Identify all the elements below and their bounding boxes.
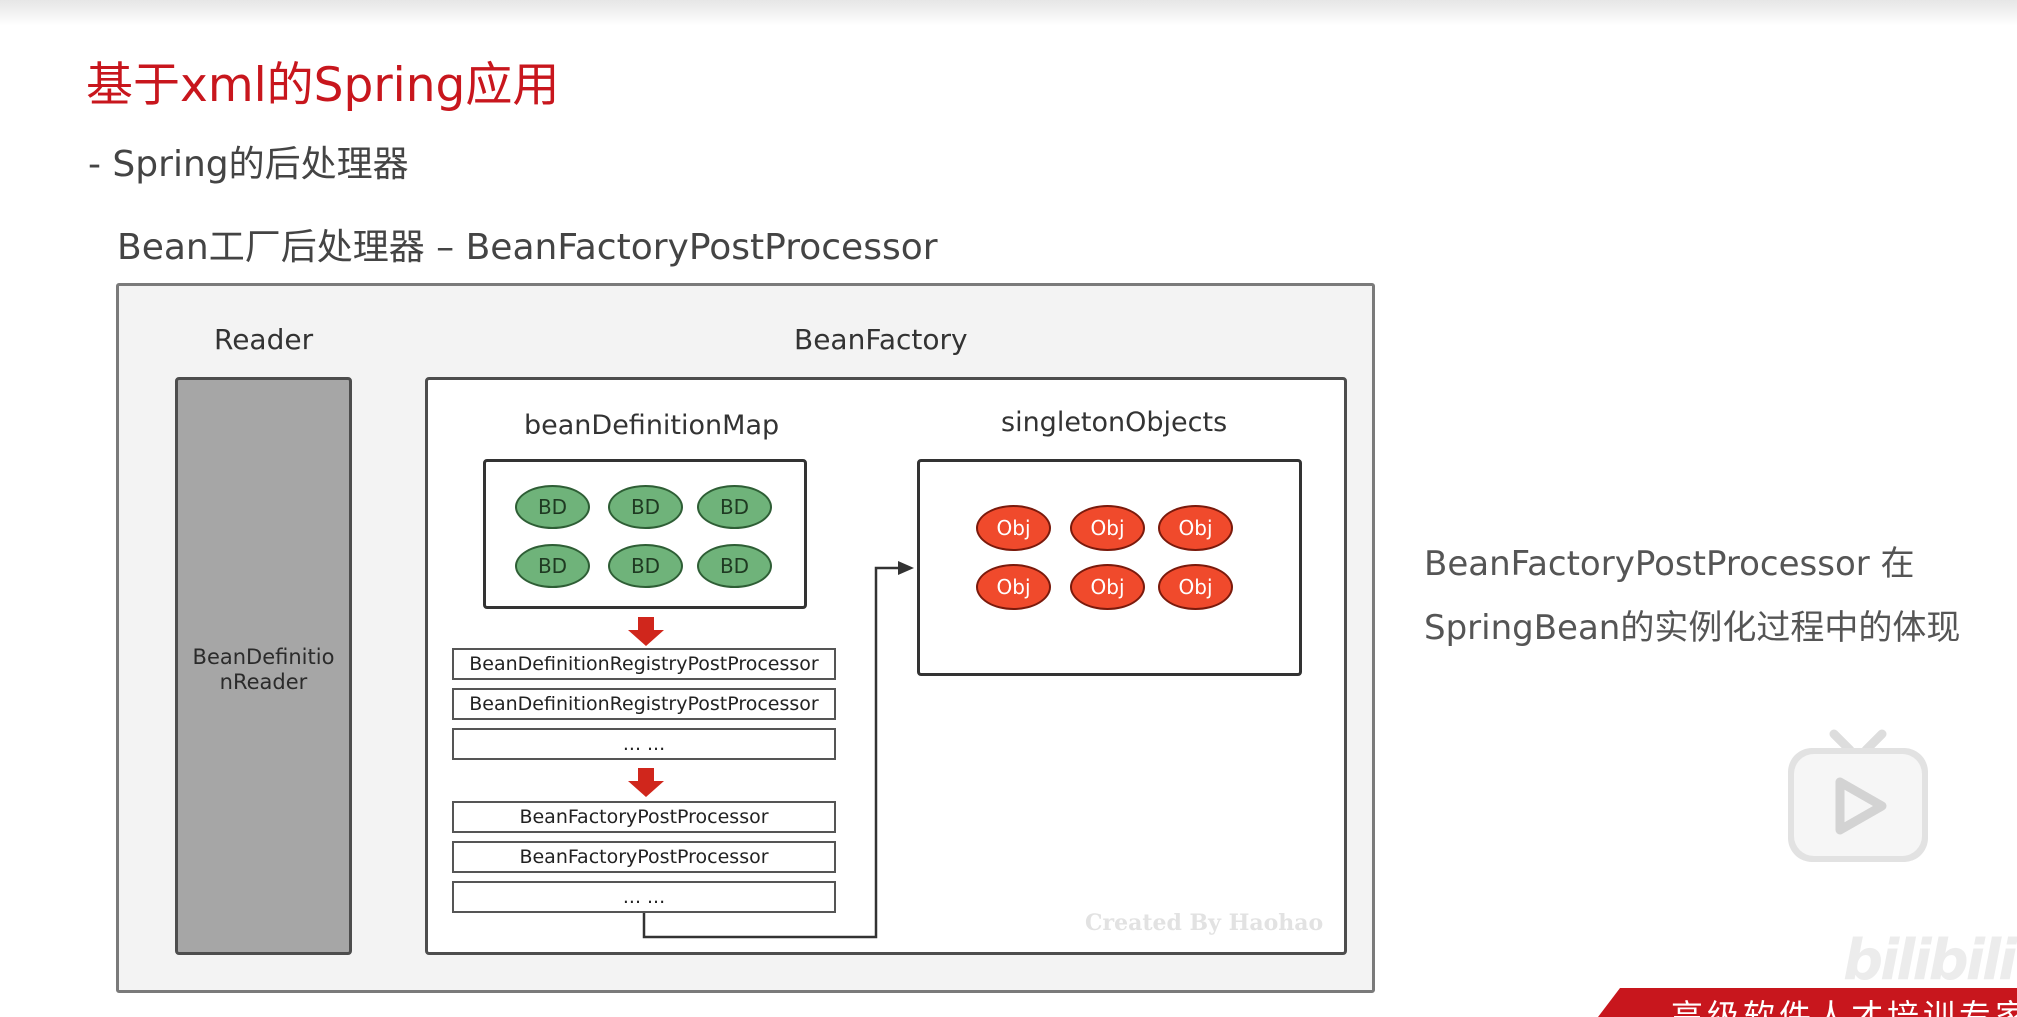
bean-definition-map-label: beanDefinitionMap	[524, 410, 780, 441]
diagram-watermark: Created By Haohao	[1085, 910, 1324, 936]
bilibili-logo: bilibili	[1843, 928, 2017, 993]
description-line: SpringBean的实例化过程中的体现	[1424, 608, 1961, 648]
promo-tagline: 高级软件人才培训专家	[1671, 997, 2017, 1017]
down-arrow-icon	[628, 617, 664, 646]
description-line: BeanFactoryPostProcessor 在	[1424, 544, 1915, 584]
obj-node: Obj	[1070, 505, 1145, 551]
factory-processor-box: BeanFactoryPostProcessor	[452, 841, 836, 873]
bd-node: BD	[697, 485, 772, 529]
obj-node: Obj	[1158, 564, 1233, 610]
bean-definition-map-box: BD BD BD BD BD BD	[483, 459, 807, 609]
flow-connector-arrow	[642, 561, 914, 939]
beanfactory-label: BeanFactory	[794, 323, 968, 356]
bd-node: BD	[515, 544, 590, 588]
slide-title: 基于xml的Spring应用	[86, 58, 560, 113]
reader-label: Reader	[214, 323, 314, 356]
bd-node: BD	[515, 485, 590, 529]
obj-node: Obj	[976, 505, 1051, 551]
section-heading: - Spring的后处理器	[88, 144, 409, 185]
bd-node: BD	[697, 544, 772, 588]
diagram-frame: Reader BeanFactory BeanDefinitio nReader…	[116, 283, 1375, 993]
beanfactory-box: beanDefinitionMap singletonObjects BD BD…	[425, 377, 1347, 955]
obj-node: Obj	[1158, 505, 1233, 551]
factory-processor-ellipsis-box: ... ...	[452, 881, 836, 913]
registry-processor-box: BeanDefinitionRegistryPostProcessor	[452, 648, 836, 680]
reader-box-text: BeanDefinitio nReader	[178, 645, 349, 695]
top-shade	[0, 0, 2017, 26]
registry-processor-box: BeanDefinitionRegistryPostProcessor	[452, 688, 836, 720]
description-text: BeanFactoryPostProcessor 在 SpringBean的实例…	[1424, 532, 1960, 660]
diagram-subtitle: Bean工厂后处理器 – BeanFactoryPostProcessor	[117, 227, 938, 268]
registry-processor-ellipsis-box: ... ...	[452, 728, 836, 760]
obj-node: Obj	[1070, 564, 1145, 610]
obj-node: Obj	[976, 564, 1051, 610]
promo-band: 高级软件人才培训专家	[1598, 988, 2017, 1017]
reader-box-text-line: nReader	[219, 670, 308, 694]
play-icon	[1788, 729, 1928, 862]
bd-node: BD	[608, 544, 683, 588]
down-arrow-icon	[628, 768, 664, 797]
bean-definition-reader-box: BeanDefinitio nReader	[175, 377, 352, 955]
singleton-objects-box: Obj Obj Obj Obj Obj Obj	[917, 459, 1302, 676]
singleton-objects-label: singletonObjects	[1001, 407, 1228, 438]
factory-processor-box: BeanFactoryPostProcessor	[452, 801, 836, 833]
bd-node: BD	[608, 485, 683, 529]
reader-box-text-line: BeanDefinitio	[192, 645, 335, 669]
